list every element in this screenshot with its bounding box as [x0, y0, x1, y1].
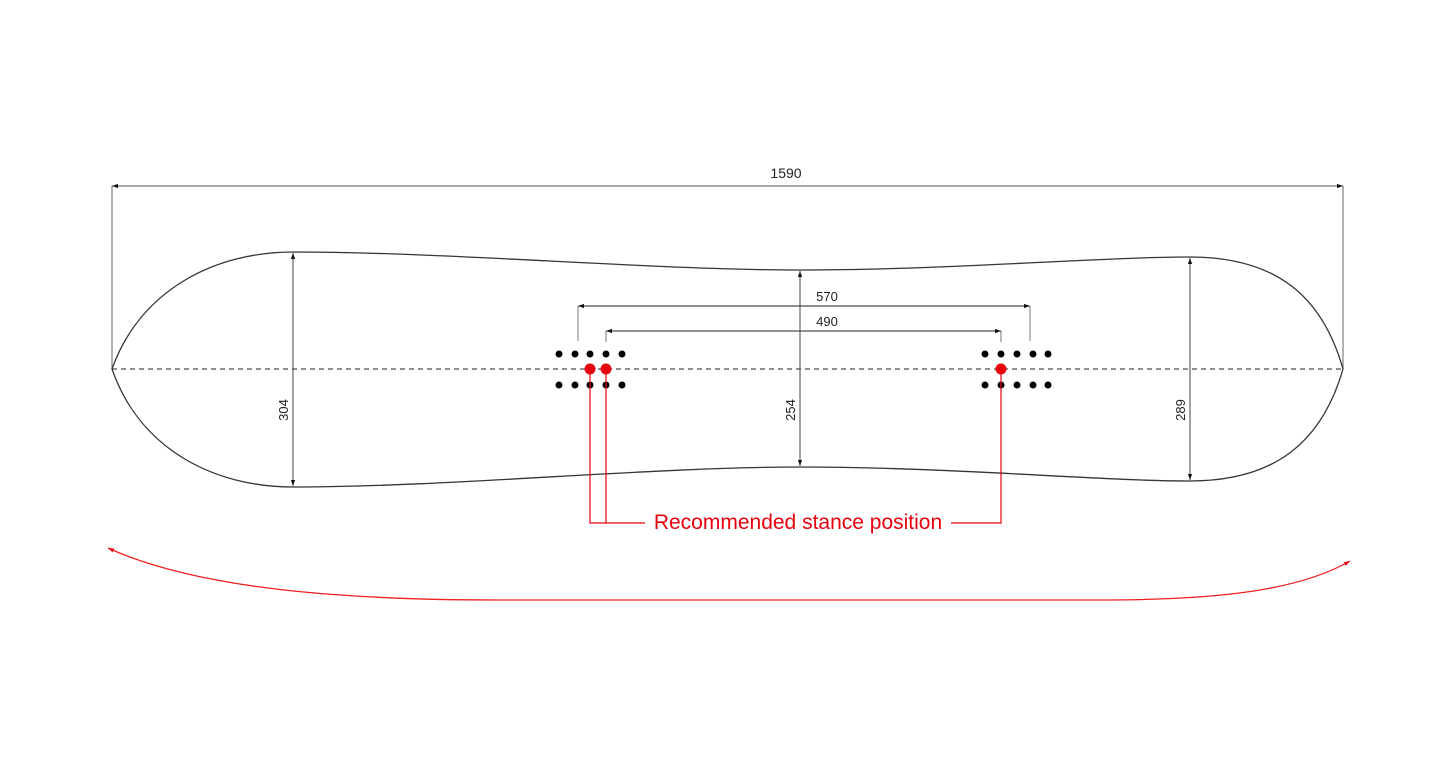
insert-hole: [981, 381, 989, 389]
insert-hole: [586, 350, 594, 358]
outer-stance-dimension: 570: [577, 289, 1031, 341]
insert-hole: [555, 350, 563, 358]
stance-marker-rear: [995, 363, 1007, 375]
leader-line: [951, 369, 1002, 524]
insert-hole: [602, 350, 610, 358]
insert-hole: [1029, 350, 1037, 358]
insert-hole: [571, 381, 579, 389]
waist-width-label: 254: [783, 399, 798, 421]
nose-width-label: 304: [276, 399, 291, 421]
stance-annotation: [589, 369, 1002, 524]
overall-length-label: 1590: [770, 165, 801, 181]
waist-width-dimension: 254: [783, 271, 803, 466]
overall-length-dimension: 1590: [111, 165, 1344, 369]
insert-hole: [555, 381, 563, 389]
insert-hole: [1044, 381, 1052, 389]
insert-hole: [997, 350, 1005, 358]
insert-hole: [571, 350, 579, 358]
leader-line: [589, 369, 645, 524]
board-outline: [111, 251, 1344, 488]
outer-stance-label: 570: [816, 289, 838, 304]
stance-marker-front-1: [584, 363, 596, 375]
insert-hole: [1029, 381, 1037, 389]
tail-width-dimension: 289: [1173, 258, 1193, 480]
camber-profile-arc: [107, 547, 1351, 601]
rear-insert-pack: [981, 350, 1052, 389]
insert-hole: [1044, 350, 1052, 358]
insert-hole: [618, 381, 626, 389]
insert-hole: [1013, 350, 1021, 358]
stance-marker-front-2: [600, 363, 612, 375]
inner-stance-label: 490: [816, 314, 838, 329]
inner-stance-dimension: 490: [605, 314, 1002, 342]
insert-hole: [981, 350, 989, 358]
stance-label: Recommended stance position: [654, 511, 942, 534]
nose-width-dimension: 304: [276, 253, 296, 486]
tail-width-label: 289: [1173, 399, 1188, 421]
insert-hole: [1013, 381, 1021, 389]
insert-hole: [618, 350, 626, 358]
